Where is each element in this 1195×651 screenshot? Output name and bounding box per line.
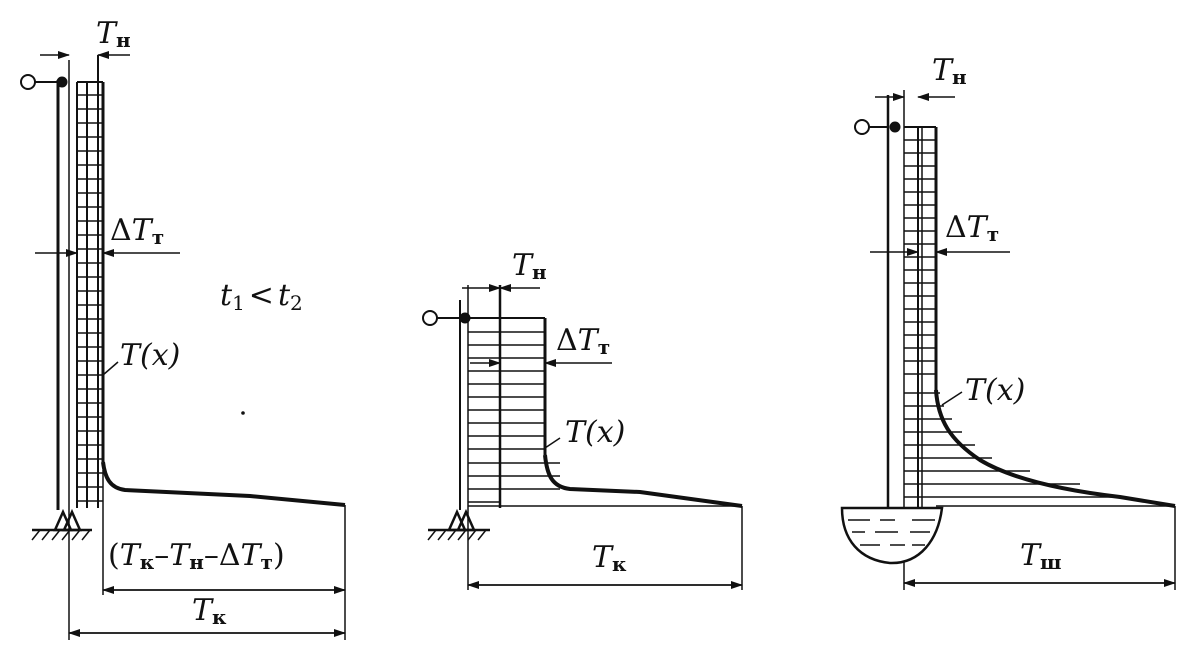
- tx-leader-left: [102, 361, 119, 376]
- dt-label-left: ΔTт: [110, 213, 164, 249]
- condition-label: t1<t2: [220, 278, 303, 315]
- tx-label-left: T(x): [120, 338, 180, 373]
- tx-label-right: T(x): [965, 373, 1025, 408]
- tn-label-left: Tн: [96, 16, 131, 52]
- tx-leader-middle: [544, 437, 561, 449]
- tsh-label-right: Tш: [1020, 538, 1062, 574]
- temperature-curve-middle: [543, 454, 743, 508]
- connection-terminal-middle: [422, 310, 438, 326]
- figure-left: [20, 51, 346, 640]
- tn-label-middle: Tн: [512, 248, 547, 284]
- tx-label-middle: T(x): [565, 415, 625, 450]
- figure-right: [840, 90, 1176, 590]
- tk-label-middle: Tк: [592, 540, 627, 576]
- labels-left: Tн ΔTт t1<t2 T(x) (Tк–Tн–ΔTт) Tк: [96, 16, 303, 629]
- crosshatch-zone-left: [76, 55, 105, 508]
- hatch-zone-middle: [468, 331, 560, 503]
- figure-middle: [422, 284, 743, 590]
- labels-right: Tн ΔTт T(x) Tш: [932, 53, 1062, 574]
- tn-label-right: Tн: [932, 53, 967, 89]
- dt-label-right: ΔTт: [945, 210, 999, 246]
- diff-label-left: (Tк–Tн–ΔTт): [108, 538, 285, 574]
- weld-pool: [840, 506, 944, 565]
- temperature-curve-right: [934, 389, 1176, 508]
- stray-dot: [241, 411, 245, 415]
- connection-terminal-right: [854, 119, 870, 135]
- support-left: [31, 508, 92, 541]
- dt-label-middle: ΔTт: [556, 323, 610, 359]
- tk-label-left: Tк: [192, 593, 227, 629]
- labels-middle: Tн ΔTт T(x) Tк: [512, 248, 627, 576]
- tx-leader-right: [941, 391, 963, 406]
- connection-terminal-left: [20, 74, 36, 90]
- support-middle: [427, 508, 490, 541]
- temperature-curve-left: [101, 461, 346, 507]
